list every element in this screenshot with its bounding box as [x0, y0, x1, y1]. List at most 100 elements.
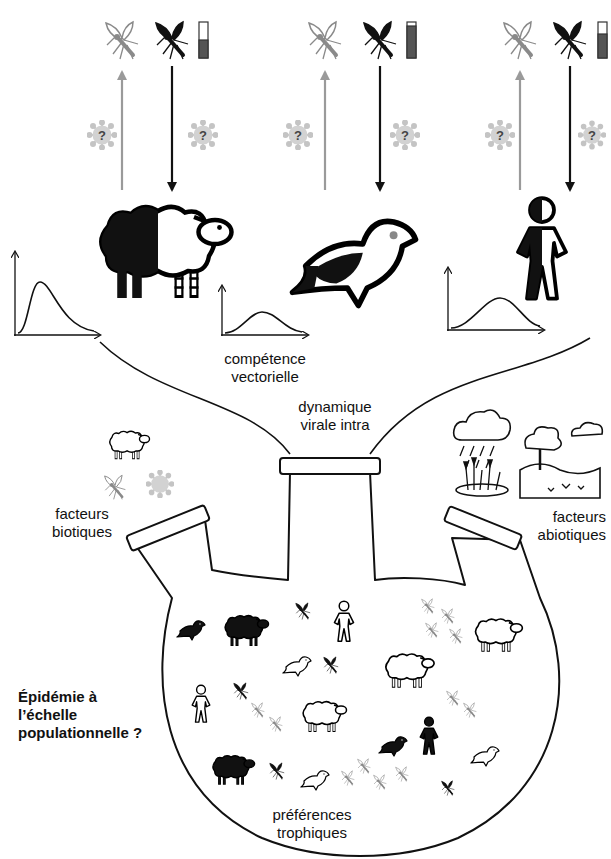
- virus-icon: [146, 470, 173, 497]
- competence-gauge: [199, 22, 607, 58]
- plot-curve: [18, 282, 94, 333]
- arrow-down: [171, 66, 173, 190]
- biotic-icons: [105, 431, 174, 499]
- mosquito-icon: [270, 763, 284, 780]
- flask-rim: [444, 506, 522, 550]
- mosquito-icon: [234, 683, 248, 700]
- sheep-icon: [110, 431, 150, 459]
- mosquito-icon: [447, 691, 460, 706]
- mosquito-icon: [324, 657, 338, 674]
- gauge-fill: [199, 40, 208, 58]
- abiotic-icons: [454, 410, 603, 498]
- mosquito-icon: [270, 717, 283, 732]
- flask-rim: [126, 505, 210, 551]
- mosquito-icon: [396, 767, 409, 782]
- arrow-down: [569, 66, 571, 190]
- human-icon: [334, 601, 353, 641]
- flask: [126, 458, 559, 856]
- sheep-host: [101, 207, 231, 298]
- bird-icon: [379, 737, 407, 756]
- reed-heads: [464, 458, 492, 468]
- bird-icon: [177, 621, 205, 640]
- virus-question-mark: ?: [294, 129, 302, 142]
- virus-question-mark: ?: [588, 129, 596, 142]
- mosquito-icon: [464, 703, 477, 718]
- plot-axis: [221, 286, 222, 336]
- gauge-tube: [199, 22, 208, 58]
- gauge-fill: [407, 26, 416, 58]
- mosquito-icon: [450, 629, 463, 644]
- arrow-up: [519, 72, 521, 190]
- mosquito-icon: [296, 603, 310, 620]
- virus-icon: [486, 121, 515, 150]
- factor-label: facteurs biotiques: [44, 505, 120, 541]
- human-icon: [192, 685, 210, 722]
- virus-icon: [391, 121, 420, 150]
- rain-cloud: [454, 410, 511, 440]
- gauge-tube: [407, 22, 416, 58]
- funnel-curve: [370, 338, 590, 454]
- plot-curve: [225, 312, 302, 333]
- mosquito-icon: [442, 781, 455, 796]
- virus-icon: [578, 121, 605, 148]
- factor-label: dynamique virale intra: [293, 398, 377, 434]
- factor-label: compétence vectorielle: [210, 350, 320, 386]
- mosquito-infected: [554, 22, 586, 59]
- sheep-icon: [386, 654, 434, 688]
- population-icons: [177, 599, 522, 796]
- human-host: [518, 198, 566, 299]
- mosquito-icon: [426, 623, 439, 638]
- virus-question-mark: ?: [401, 129, 409, 142]
- virus-icons: [88, 121, 606, 150]
- factor-label: préférences trophiques: [257, 806, 367, 842]
- mosquito-icon: [358, 759, 371, 774]
- plot-axis: [14, 252, 15, 336]
- virus-icon: [284, 121, 313, 150]
- rain: [460, 446, 494, 468]
- virus-icon: [88, 121, 117, 150]
- plot-axis: [14, 334, 100, 335]
- virus-question-mark: ?: [199, 129, 207, 142]
- transmission-arrows: [122, 66, 570, 190]
- mosquito-uninfected: [309, 22, 341, 59]
- virus-icon: [189, 121, 218, 150]
- mosquito-uninfected: [504, 22, 536, 59]
- arrow-up: [324, 72, 326, 190]
- mosquito-icon: [105, 475, 126, 499]
- vector-row: [106, 22, 586, 59]
- sheep-icon: [476, 619, 523, 652]
- viremia-plots: [14, 252, 544, 336]
- landscape: [520, 464, 600, 498]
- sheep-icon: [303, 702, 346, 732]
- marsh-water: [456, 484, 508, 496]
- plot-axis: [447, 329, 544, 330]
- gauge-tube: [598, 22, 607, 58]
- mosquito-infected: [156, 22, 188, 59]
- funnel-curves: [100, 338, 590, 454]
- plot-curve: [451, 298, 540, 328]
- reeds: [466, 464, 500, 490]
- bird-icon: [301, 771, 329, 790]
- virus-question-mark: ?: [496, 129, 504, 142]
- mosquito-icon: [422, 599, 435, 614]
- flask-body: [132, 472, 559, 856]
- virus-question-mark: ?: [98, 129, 106, 142]
- factor-label: facteurs abiotiques: [528, 508, 606, 544]
- question-heading: Épidémie à l’échelle populationnelle ?: [18, 688, 156, 742]
- mosquito-icon: [442, 609, 455, 624]
- mosquito-icon: [252, 703, 265, 718]
- bird-host: [292, 221, 415, 305]
- sheep-icon: [225, 616, 268, 646]
- arrow-down: [379, 66, 381, 190]
- mosquito-uninfected: [106, 22, 138, 59]
- mosquito-icon: [342, 771, 355, 786]
- bird-icon: [471, 747, 499, 766]
- grass: [548, 484, 584, 491]
- plot-axis: [447, 268, 448, 331]
- small-cloud: [572, 423, 603, 436]
- tree-crown: [525, 427, 561, 450]
- human-icon: [420, 717, 438, 754]
- plot-axis: [221, 334, 308, 335]
- flask-rim: [280, 458, 380, 474]
- bird-icon: [283, 657, 311, 676]
